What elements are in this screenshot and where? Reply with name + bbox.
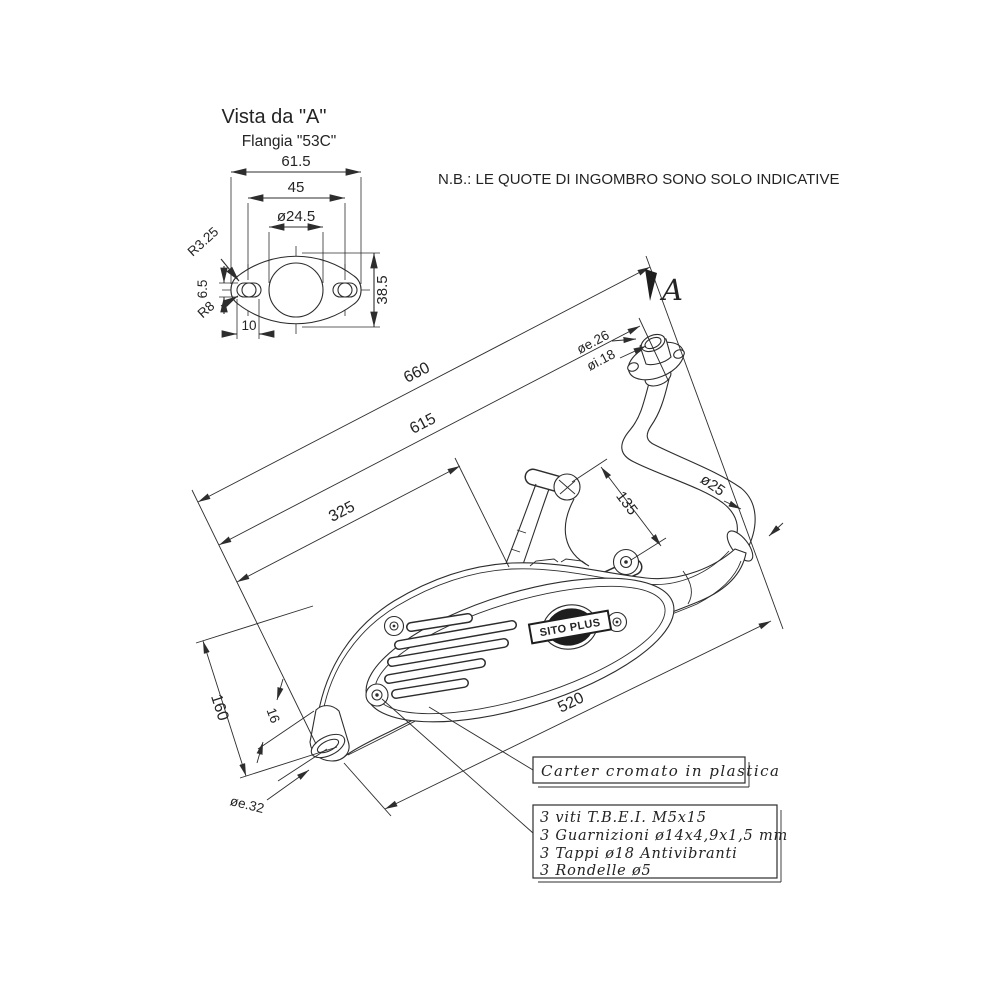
dim-38-5-label: 38.5: [374, 275, 391, 304]
dim-outlet-dia-label: øe.32: [229, 793, 266, 816]
parts-line-2: 3 Guarnizioni ø14x4,9x1,5 mm: [540, 828, 788, 844]
flange-slot-right: [332, 282, 358, 298]
drawing-texts: Vista da "A" Flangia "53C" N.B.: LE QUOT…: [185, 106, 840, 879]
dim-6-5-label: 6.5: [195, 280, 210, 299]
dim-45-label: 45: [288, 179, 305, 196]
outlet-stub: [309, 705, 350, 762]
parts-callout-box: [532, 804, 778, 879]
parts-line-4: 3 Rondelle ø5: [540, 863, 652, 879]
main-dimensions: [191, 255, 784, 817]
leader-inlet-inner: [619, 345, 647, 359]
callout-boxes: [381, 698, 782, 883]
flange-slot-left: [236, 282, 262, 298]
dim-bore-label: ø24.5: [277, 208, 315, 225]
cone-crease: [682, 570, 692, 605]
cover-callout-text: Carter cromato in plastica: [541, 762, 780, 780]
header-pipe: [621, 378, 756, 562]
muffler-body: [309, 548, 747, 762]
view-letter-a: A: [659, 273, 683, 307]
view-arrow-a: [645, 269, 657, 301]
body-top-tabs: [529, 558, 587, 567]
leader-outlet-dia: [266, 769, 310, 801]
dim-325-line: [236, 465, 461, 583]
dim-61-5-label: 61.5: [281, 153, 310, 170]
nb-note: N.B.: LE QUOTE DI INGOMBRO SONO SOLO IND…: [438, 171, 839, 188]
label-r8: R8: [195, 298, 218, 321]
view-title: Vista da "A": [222, 106, 327, 128]
dim-135-line: [600, 466, 662, 547]
flange-bore: [268, 262, 324, 318]
dim-160-line: [202, 640, 247, 777]
dim-615-line: [218, 325, 641, 546]
leader-inlet-outer: [611, 336, 637, 344]
dim-520-line: [384, 620, 772, 810]
parts-line-1: 3 viti T.B.E.I. M5x15: [540, 810, 707, 826]
leader-pipe-dia: [723, 500, 742, 510]
view-subtitle: Flangia "53C": [242, 133, 337, 150]
dim-16-label: 16: [264, 706, 283, 725]
parts-line-3: 3 Tappi ø18 Antivibranti: [540, 846, 738, 862]
label-r3-25: R3.25: [185, 224, 222, 259]
cover-callout-box: [532, 756, 746, 784]
inlet-flange: [627, 333, 685, 387]
dim-pipe-label: ø25: [697, 471, 728, 500]
dim-10-label: 10: [241, 318, 256, 333]
dim-160-label: 160: [207, 692, 231, 723]
flange-detail-view: [219, 168, 380, 339]
dim-61-5: [230, 168, 362, 284]
